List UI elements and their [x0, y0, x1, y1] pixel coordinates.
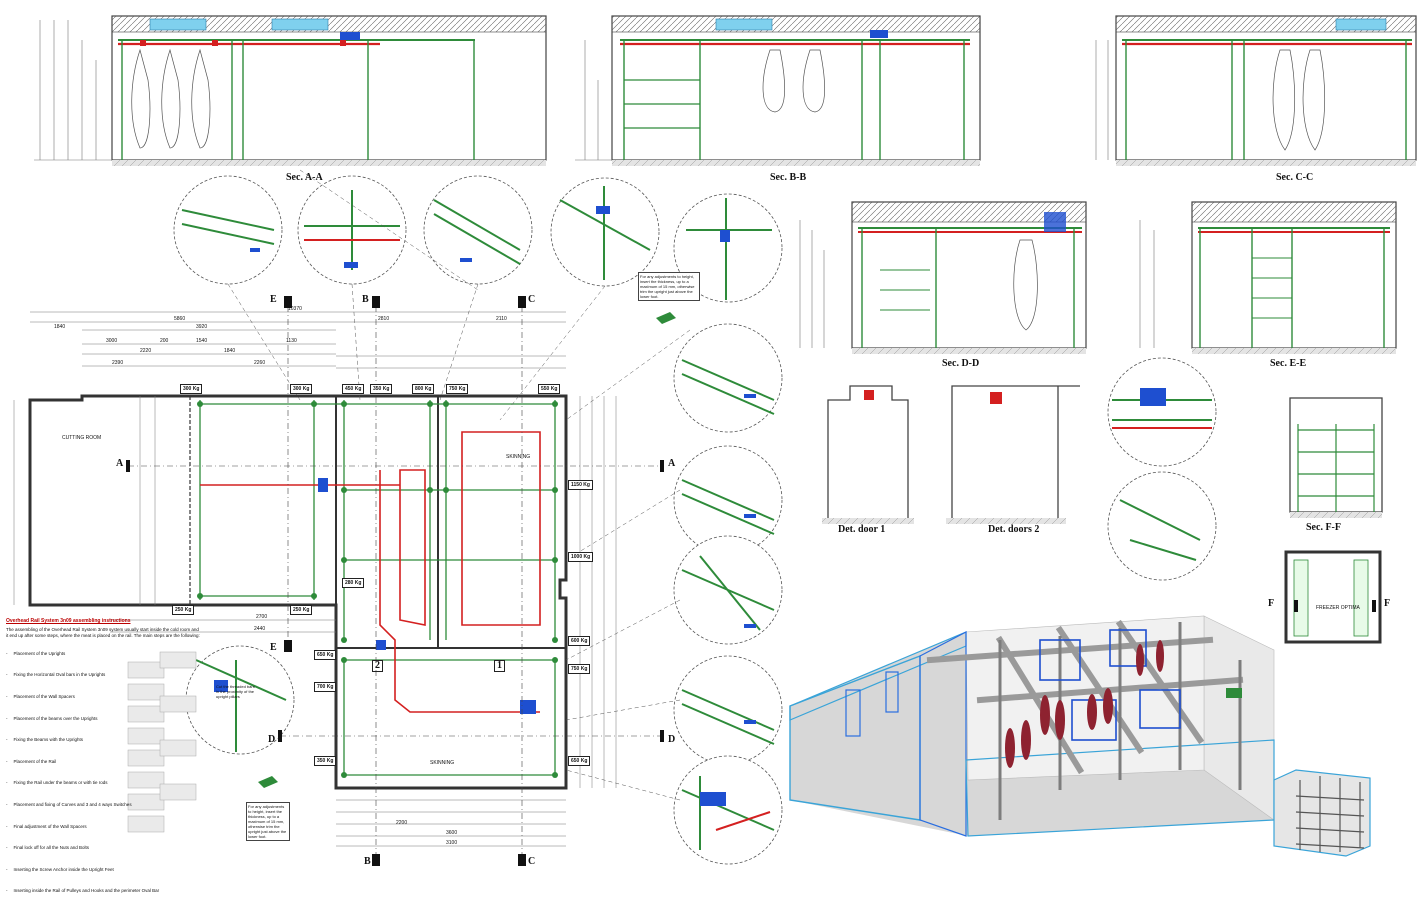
dim-label: 2260 [254, 360, 266, 366]
instruction-step: -Placement and fixing of Curves and 3 an… [6, 801, 132, 807]
note-height-adjust-1: For any adjustments to height, insert th… [638, 272, 700, 301]
marker-b-bottom: B [364, 856, 371, 867]
weight-tag: 300 Kg [180, 384, 203, 394]
instructions-title: Overhead Rail System 3n09 assembling ins… [6, 618, 131, 624]
marker-d-left: D [268, 734, 276, 745]
assembling-instructions: Overhead Rail System 3n09 assembling ins… [6, 618, 206, 902]
section-e-e-label: Sec. E-E [1270, 358, 1307, 369]
instruction-step: -Placement of the Wall Spacers [6, 693, 75, 699]
note-height-adjust-2: For any adjustments to height, insert th… [246, 802, 290, 841]
floor-plan [13, 296, 1376, 866]
section-e-e [1139, 201, 1397, 354]
marker-a-left: A [116, 458, 124, 469]
dim-label: 2390 [112, 360, 124, 366]
dim-label: 3600 [446, 830, 458, 836]
instructions-step-list: -Placement of the Uprights -Fixing the H… [6, 643, 206, 902]
dim-label: 2220 [140, 348, 152, 354]
marker-e-top: E [270, 294, 277, 305]
section-b-b [575, 15, 981, 166]
dim-label: 2810 [378, 316, 390, 322]
weight-tag: 280 Kg [342, 578, 365, 588]
weight-tag: 750 Kg [446, 384, 469, 394]
section-c-c [1095, 15, 1417, 166]
detail-circle-rails [304, 239, 1212, 831]
weight-tag: 550 Kg [538, 384, 561, 394]
section-d-d-label: Sec. D-D [942, 358, 980, 369]
dim-label: 2700 [256, 614, 268, 620]
freezer-plan [1284, 550, 1382, 644]
weight-tag: 1150 Kg [568, 480, 593, 490]
isometric-3d-view [789, 615, 1371, 857]
section-f-f-label: Sec. F-F [1306, 522, 1341, 533]
drawing-canvas [13, 15, 1417, 866]
weight-tag: 250 Kg [172, 605, 195, 615]
freezer-label: FREEZER OPTIMA [1316, 605, 1360, 611]
dim-label: 2110 [496, 316, 507, 322]
detail-circle-fixtures [214, 206, 1166, 806]
section-f-f [1289, 397, 1383, 518]
dim-label: 3100 [446, 840, 458, 846]
instruction-step: -Placement of the beams over the Upright… [6, 715, 98, 721]
marker-f-left: F [1268, 598, 1275, 609]
section-a-a-label: Sec. A-A [286, 172, 323, 183]
leader-lines [227, 169, 691, 801]
section-a-a [34, 15, 547, 166]
weight-tag: 650 Kg [314, 650, 337, 660]
instruction-step: -Placement of the Uprights [6, 650, 66, 656]
marker-b-top: B [362, 294, 369, 305]
dim-label: 10370 [288, 306, 302, 312]
instruction-step: -Inserting the Screw Anchor inside the U… [6, 866, 114, 872]
weight-tag: 600 Kg [568, 636, 591, 646]
weight-tag: 700 Kg [314, 682, 337, 692]
dim-label: 1130 [286, 338, 297, 344]
weight-tag: 750 Kg [568, 664, 591, 674]
dim-label: 2440 [254, 626, 266, 632]
instruction-thumbnails [127, 651, 197, 833]
weight-tag: 300 Kg [290, 384, 313, 394]
weight-tag: 800 Kg [412, 384, 435, 394]
marker-c-top: C [528, 294, 536, 305]
marker-door-2: 2 [372, 660, 383, 672]
marker-door-1: 1 [494, 660, 505, 672]
instruction-step: -Final lock off for all the Nuts and Bol… [6, 845, 89, 851]
instructions-intro: The assembling of the Overhead Rail Syst… [6, 627, 200, 638]
door-details [822, 385, 1080, 524]
dim-label: 3920 [196, 324, 208, 330]
instruction-step: -Fixing the Rail under the beams or with… [6, 780, 108, 786]
section-b-b-label: Sec. B-B [770, 172, 807, 183]
weight-tag: 650 Kg [568, 756, 591, 766]
weight-tag: 250 Kg [290, 605, 313, 615]
dim-label: 200 [160, 338, 169, 344]
marker-a-right: A [668, 458, 676, 469]
note-threaded-bars: Cut the threaded bars in the proximity o… [216, 684, 255, 699]
room-label-skinning-2: SKINNING [430, 760, 455, 766]
marker-c-bottom: C [528, 856, 536, 867]
section-c-c-label: Sec. C-C [1276, 172, 1314, 183]
anchor-symbols [258, 312, 676, 788]
dim-label: 1840 [224, 348, 236, 354]
doors-2-label: Det. doors 2 [988, 524, 1040, 535]
room-label-cutting: CUTTING ROOM [62, 435, 102, 441]
dim-label: 5860 [174, 316, 186, 322]
marker-d-right: D [668, 734, 676, 745]
dim-label: 2200 [396, 820, 408, 826]
detail-circle-contents [181, 186, 1212, 850]
room-label-skinning-1: SKINNING [506, 454, 531, 460]
instruction-step: -Final adjustment of the Wall Spacers [6, 823, 87, 829]
door-1-label: Det. door 1 [838, 524, 886, 535]
dim-label: 3000 [106, 338, 118, 344]
weight-tag: 450 Kg [342, 384, 365, 394]
dim-label: 1540 [196, 338, 208, 344]
section-d-d [799, 201, 1087, 354]
marker-e-bottom: E [270, 642, 277, 653]
dim-label: 1840 [54, 324, 66, 330]
instruction-step: -Fixing the Horizontal Oval bars in the … [6, 672, 106, 678]
marker-f-right: F [1384, 598, 1391, 609]
instruction-step: -Placement of the Rail [6, 758, 57, 764]
weight-tag: 350 Kg [370, 384, 393, 394]
instruction-step: -Fixing the Beams with the Uprights [6, 737, 84, 743]
weight-tag: 350 Kg [314, 756, 337, 766]
weight-tag: 1000 Kg [568, 552, 594, 562]
instruction-step: -Inserting inside the Rail of Pulleys an… [6, 888, 160, 894]
